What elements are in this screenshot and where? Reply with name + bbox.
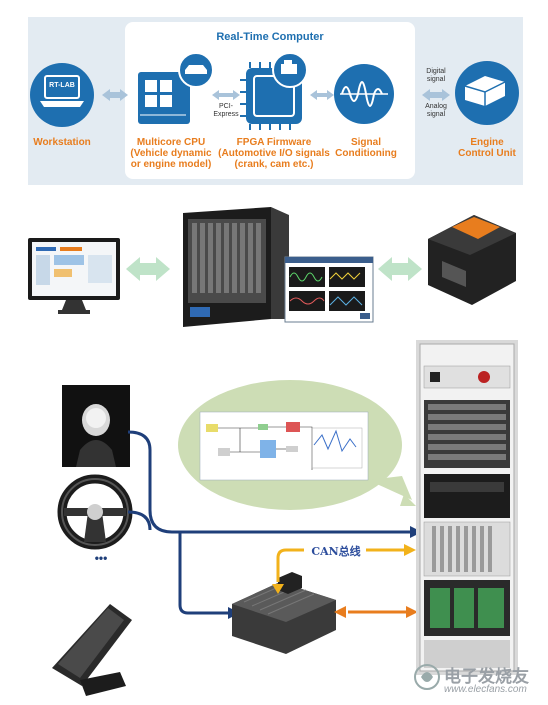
model-ellipse (178, 380, 416, 510)
middle-row (28, 207, 516, 327)
arrow-monitor-rack (126, 257, 170, 281)
can-arrow-up (272, 584, 284, 594)
arrow-signal-ecu (422, 89, 450, 101)
arrow-rack-ecu (378, 257, 422, 281)
arrow-cpu-fpga (212, 90, 240, 100)
can-bus-line (276, 548, 404, 582)
monitor-icon (28, 238, 120, 314)
rt-computer-title: Real-Time Computer (216, 31, 324, 43)
ecu-icon (455, 61, 519, 125)
multicore-cpu-icon (138, 52, 214, 124)
rt-rack-icon (183, 207, 289, 327)
rtlab-text: RT-LAB (49, 82, 75, 89)
steering-wheel-icon (57, 474, 133, 550)
watermark-url: www.elecfans.com (444, 684, 527, 695)
watermark-cn: 电子发烧友 (444, 667, 529, 687)
signal-lines (127, 430, 410, 615)
orange-arrow (334, 606, 418, 618)
more-inputs-dots: ••• (94, 551, 108, 565)
digital-signal-label: Digital signal (426, 68, 446, 83)
ecu-label: Engine Control Unit (458, 137, 516, 159)
signal-conditioning-icon (334, 64, 394, 124)
can-bus-label: CAN总线 (311, 545, 361, 558)
can-arrow-right (404, 544, 416, 556)
fpga-label: FPGA Firmware (Automotive I/O signals (c… (218, 137, 330, 170)
cpu-label: Multicore CPU (Vehicle dynamic or engine… (130, 137, 212, 170)
ecu-hardware-icon (428, 215, 516, 305)
fpga-chip-icon (240, 52, 308, 130)
scope-window-icon (284, 256, 374, 323)
ecu-bottom-icon (232, 572, 336, 654)
workstation-label: Workstation (33, 137, 91, 148)
arrow-fpga-signal (310, 90, 334, 100)
arrow-ws-cpu (102, 89, 128, 101)
pedal-icon (52, 604, 132, 696)
pci-label: PCI- Express (213, 103, 239, 118)
rack-cabinet-icon (416, 340, 518, 675)
analog-signal-label: Analog signal (425, 103, 447, 118)
elecfans-logo-icon (414, 664, 440, 690)
gear-shifter-icon (62, 385, 130, 467)
signal-label: Signal Conditioning (335, 137, 397, 159)
